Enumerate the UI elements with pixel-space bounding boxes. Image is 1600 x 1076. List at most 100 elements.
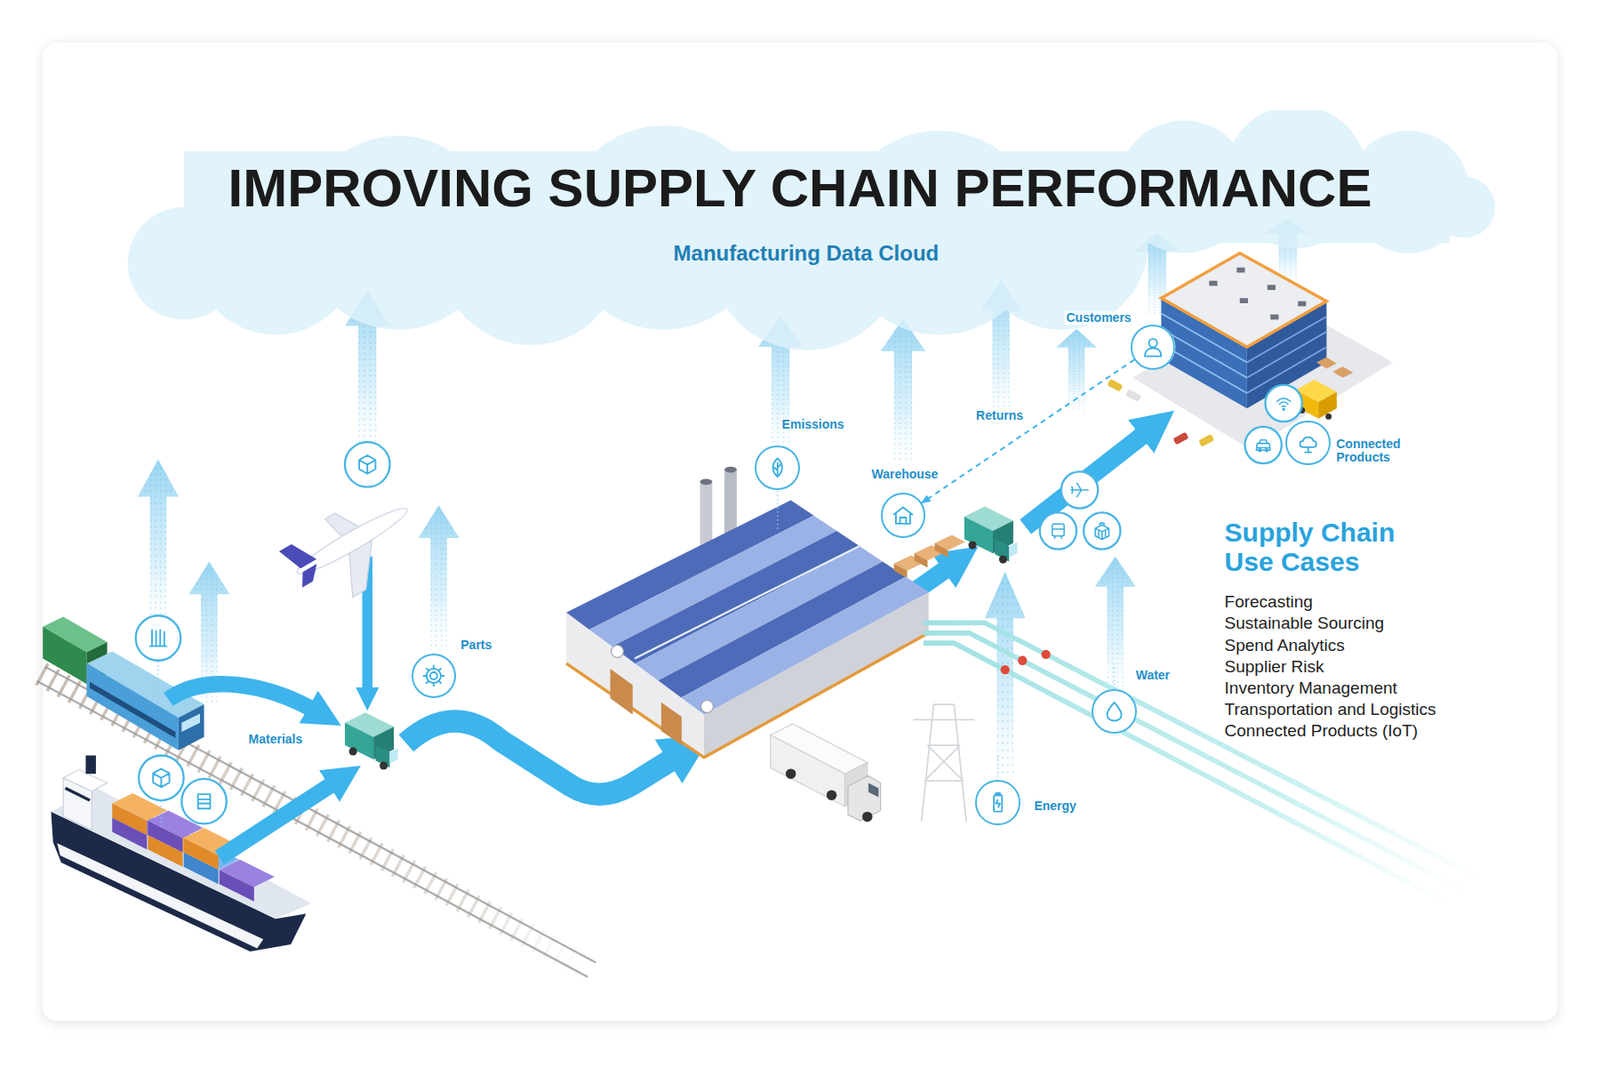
icon-caption: Emissions (782, 418, 845, 432)
icon-badges-part (1061, 471, 1098, 508)
airplane-part (296, 563, 324, 588)
customer-building-part (1198, 433, 1215, 448)
cloud-label: Manufacturing Data Cloud (673, 240, 940, 266)
flow-arrows (168, 428, 1151, 857)
dotted-stems-part (997, 755, 1000, 782)
customer-building-part (1325, 413, 1332, 420)
flow-arrows-part (1025, 428, 1152, 527)
icon-label: Water (1134, 668, 1172, 682)
flow-arrows-part (168, 683, 319, 712)
delivery-truck-part (390, 747, 399, 763)
flow-label: Materials (247, 731, 305, 746)
data-up-arrows-part (880, 318, 927, 462)
cloud-shape (122, 110, 1501, 356)
icon-caption: Parts (460, 639, 492, 653)
container-ship-part (63, 769, 107, 792)
icon-badges (136, 324, 1331, 825)
customer-building-part (1106, 378, 1123, 392)
customer-building-part (1270, 314, 1279, 320)
use-case-item: Sustainable Sourcing (1224, 612, 1385, 634)
icon-badges-part (181, 778, 227, 824)
utility-pipes-part (923, 632, 1470, 894)
icon-label: Parts (458, 639, 494, 653)
flow-arrows-part (219, 779, 339, 857)
delivery-truck (964, 505, 1018, 563)
icon-label: Emissions (780, 418, 847, 432)
returns-connector (921, 359, 1135, 503)
airplane (276, 480, 432, 618)
use-case-item: Forecasting (1224, 591, 1313, 613)
icon-badges-part (754, 445, 800, 491)
icon-circle: Customers (1130, 324, 1176, 370)
use-case-item: Inventory Management (1224, 677, 1398, 699)
icon-badges-part (1091, 688, 1137, 735)
use-case-item: Supplier Risk (1224, 656, 1325, 678)
pallets-part (914, 552, 928, 568)
icon-circle: Energy (975, 779, 1021, 825)
customer-building-part (1125, 388, 1142, 402)
use-case-item: Connected Products (IoT) (1224, 720, 1419, 742)
icon-badges-part (975, 779, 1021, 825)
factory (566, 466, 929, 758)
diagram-title: IMPROVING SUPPLY CHAIN PERFORMANCE (0, 156, 1600, 221)
delivery-truck-part (344, 722, 374, 760)
icon-badges-part (198, 793, 211, 808)
icon-circle: Connected Products (1285, 420, 1331, 466)
icon-badges-part (1107, 702, 1122, 721)
factory-part (611, 645, 624, 658)
icon-badges-part (894, 507, 913, 524)
factory-part (657, 560, 905, 697)
use-case-heading: Supply Chain Use Cases (1224, 517, 1439, 576)
icon-caption: Energy (1033, 799, 1076, 813)
rail-track-part (40, 673, 592, 970)
factory-part (609, 668, 632, 715)
freight-train-part (42, 626, 87, 684)
icon-badges-part (344, 441, 391, 488)
dotted-stems (158, 490, 1115, 827)
semi-truck (770, 723, 881, 822)
data-up-arrows-part (418, 504, 460, 648)
icon-badges-part (136, 615, 182, 661)
delivery-truck-part (379, 760, 388, 769)
icon-badges-part (1264, 384, 1302, 422)
factory-part (700, 478, 713, 485)
data-up-arrows-part (1095, 556, 1136, 689)
delivery-truck-part (964, 516, 993, 553)
dotted-stems-part (776, 490, 779, 531)
icon-badges-part (1276, 398, 1290, 410)
semi-truck-part (785, 768, 796, 778)
factory-part (701, 700, 714, 713)
delivery-truck-part (1008, 542, 1017, 558)
pallets (894, 535, 966, 578)
cloud-shape (1433, 176, 1496, 239)
utility-pipes-part (1000, 664, 1010, 674)
icon-caption: Water (1136, 668, 1170, 682)
icon-badges-part (1083, 512, 1120, 549)
icon-label: Warehouse (869, 467, 940, 481)
data-cloud: Manufacturing Data Cloud (122, 110, 1501, 356)
customer-building-part (1172, 432, 1189, 446)
icon-badges-part (411, 653, 457, 699)
delivery-truck-part (999, 555, 1008, 564)
factory-part (680, 576, 928, 715)
data-up-arrows-part (984, 571, 1026, 776)
icon-badges-part (1245, 426, 1282, 464)
freight-train-part (87, 663, 179, 751)
energy-tower-part (912, 704, 975, 822)
utility-pipes-part (923, 622, 1490, 883)
utility-pipes-part (1017, 656, 1027, 665)
icon-badges-part (423, 664, 444, 686)
icon-circle: Water (1091, 688, 1137, 735)
cloud-shape (127, 110, 1495, 351)
customer-building-part (1208, 280, 1217, 287)
freight-train-part (178, 704, 205, 751)
icon-circle: Parts (411, 653, 457, 699)
semi-truck-part (868, 783, 879, 798)
utility-pipes-part (1040, 649, 1050, 659)
customer-building-part (1160, 253, 1327, 348)
icon-circle: Emissions (754, 445, 800, 491)
icon-badges-part (1300, 437, 1317, 453)
energy-tower (912, 704, 975, 822)
use-case-item: Transportation and Logistics (1224, 698, 1437, 720)
